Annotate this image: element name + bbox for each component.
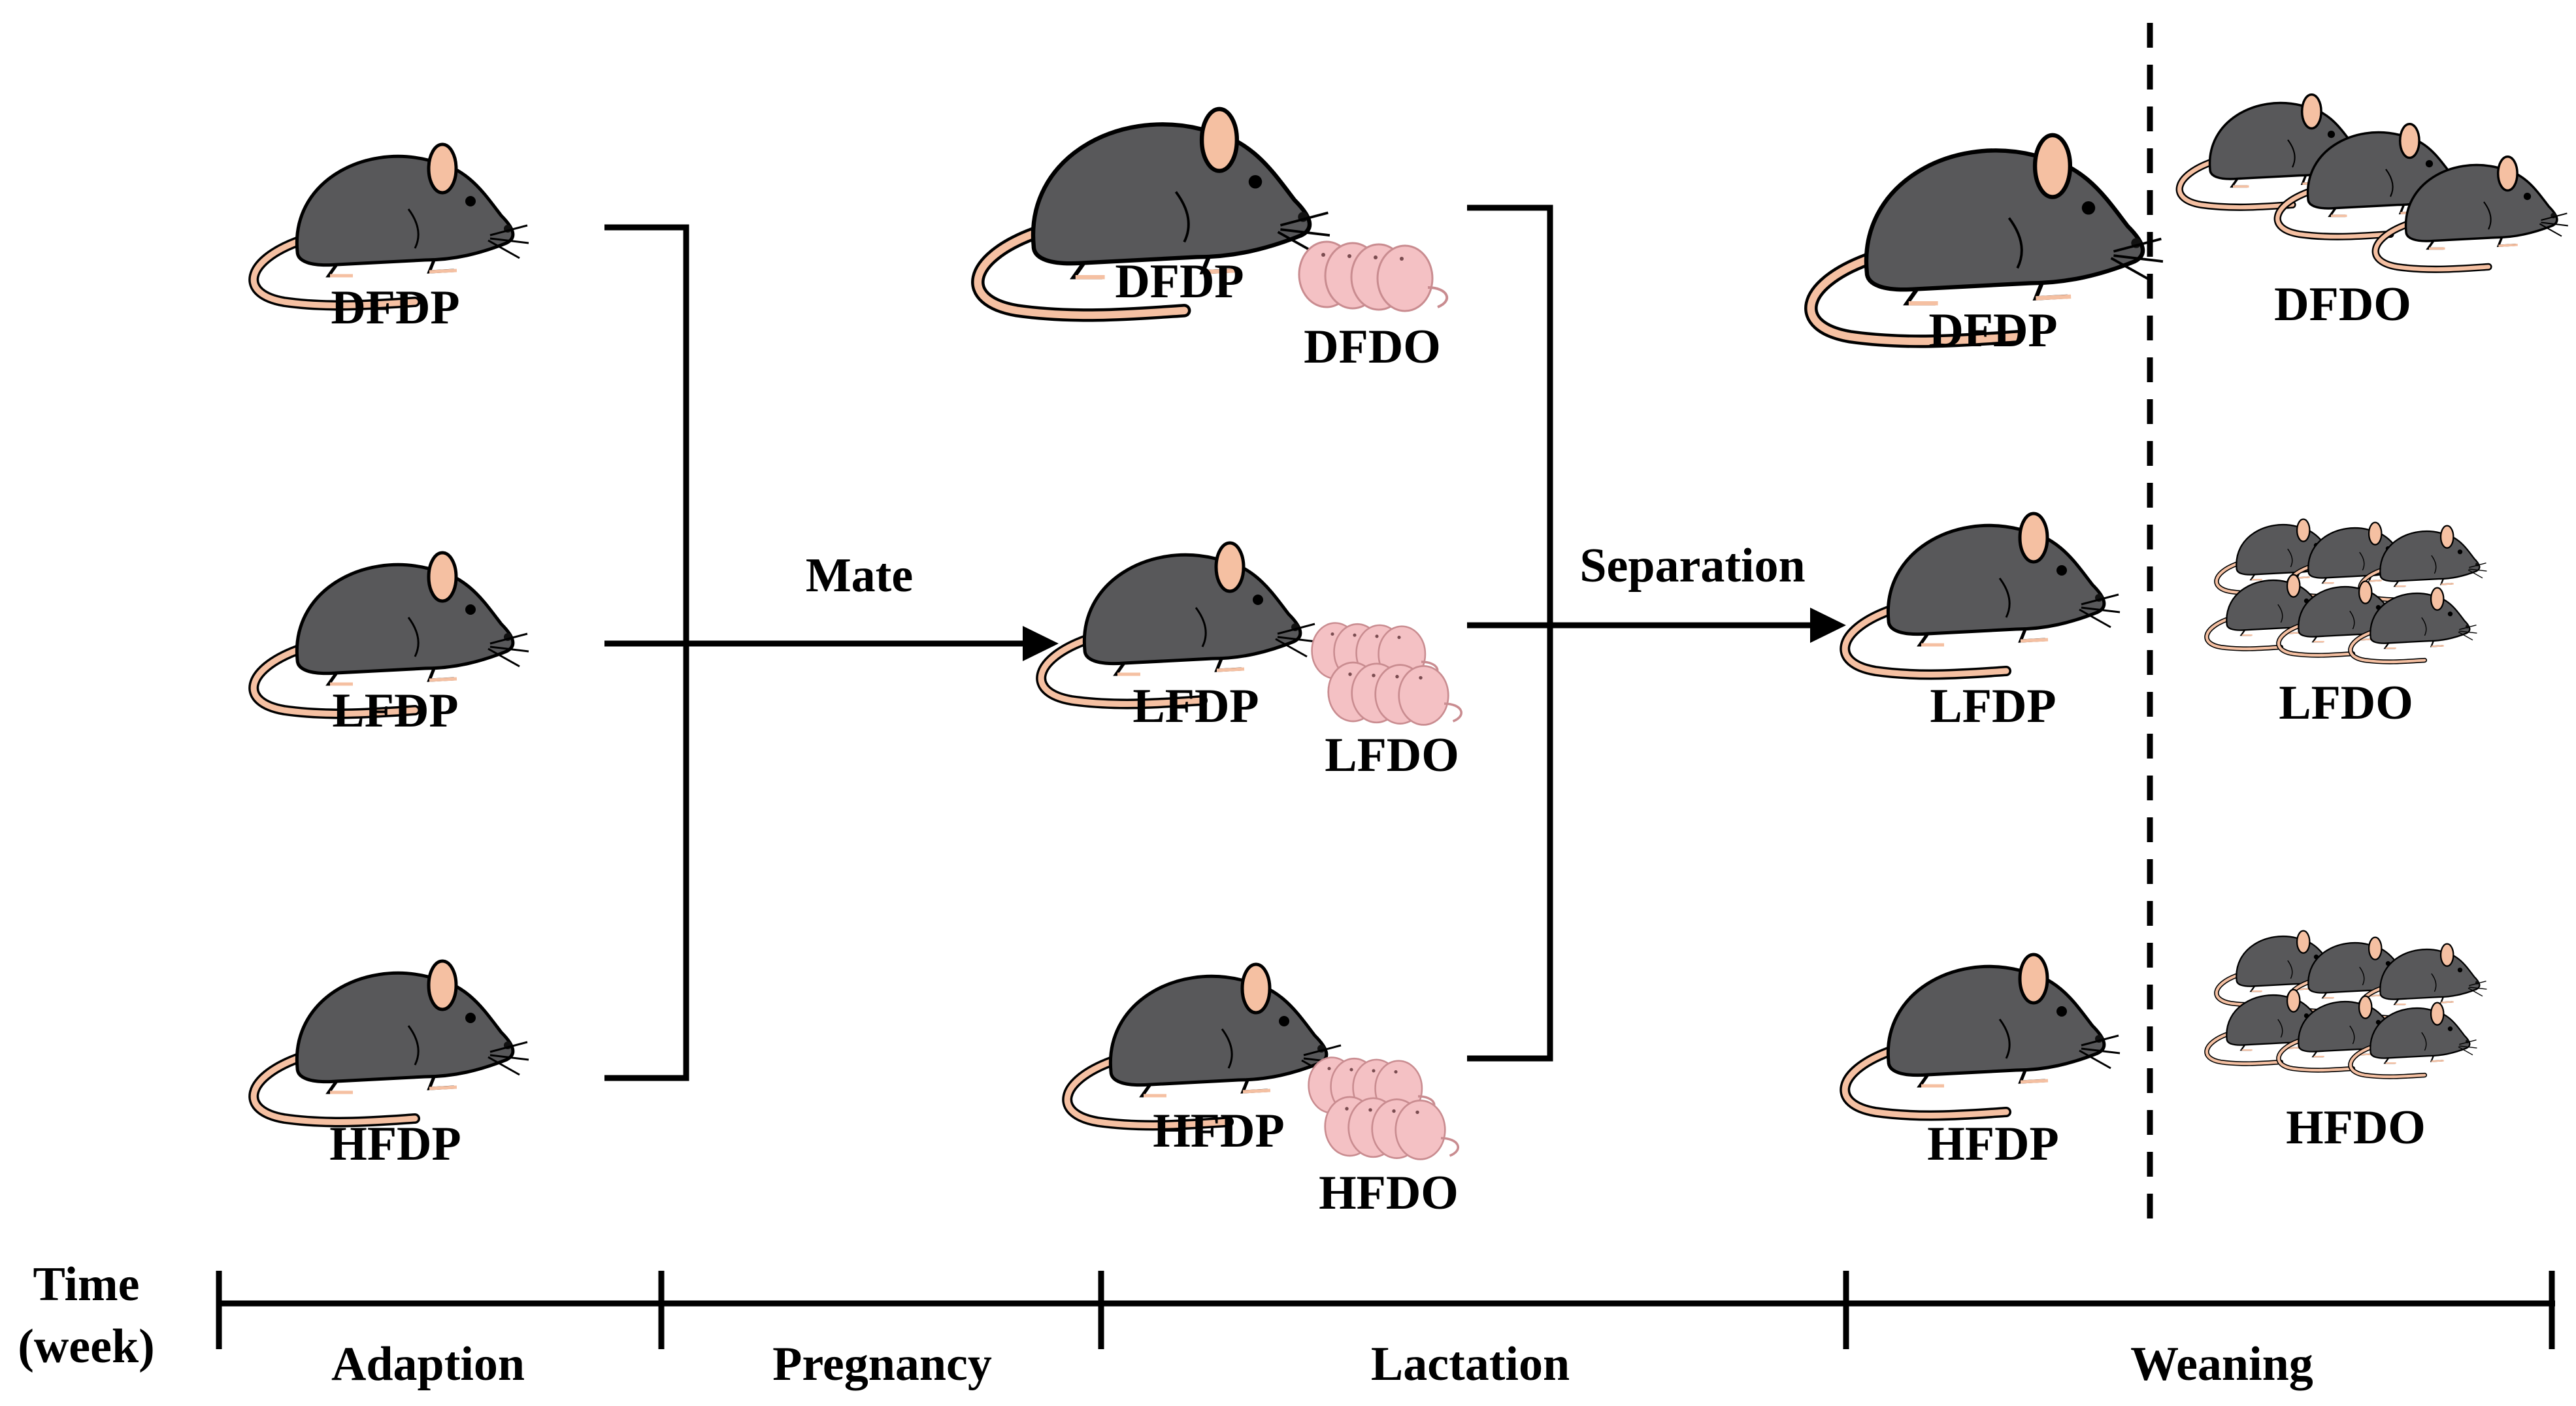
label-adaption-hfdp: HFDP bbox=[329, 1117, 461, 1171]
label-weaning-hfdp: HFDP bbox=[1927, 1117, 2058, 1171]
adaption-bracket bbox=[604, 224, 689, 1081]
weaning-mouse-hfdp bbox=[1845, 955, 2120, 1115]
label-lactation-hfdo: HFDO bbox=[1319, 1166, 1459, 1220]
timeline-label-week: (week) bbox=[18, 1320, 155, 1373]
label-lactation-hfdp: HFDP bbox=[1153, 1104, 1284, 1158]
lactation-pups-hfdo bbox=[1307, 1056, 1460, 1161]
label-weaning-dfdo: DFDO bbox=[2274, 278, 2411, 331]
phase-weaning: Weaning bbox=[2130, 1337, 2313, 1391]
weaning-mouse-lfdp bbox=[1845, 514, 2120, 674]
label-adaption-dfdp: DFDP bbox=[331, 281, 459, 335]
weaning-offspring-dfdo bbox=[2179, 95, 2568, 270]
label-weaning-dfdp: DFDP bbox=[1928, 304, 2057, 357]
label-lactation-lfdp: LFDP bbox=[1132, 679, 1259, 733]
lactation-pups-lfdo bbox=[1310, 621, 1463, 727]
separation-label: Separation bbox=[1579, 539, 1805, 593]
mate-label: Mate bbox=[806, 549, 913, 602]
label-weaning-hfdo: HFDO bbox=[2286, 1101, 2426, 1154]
label-weaning-lfdo: LFDO bbox=[2279, 676, 2413, 730]
phase-adaption: Adaption bbox=[331, 1337, 525, 1391]
weaning-offspring-hfdo bbox=[2207, 931, 2487, 1077]
label-lactation-lfdo: LFDO bbox=[1325, 728, 1459, 782]
label-adaption-lfdp: LFDP bbox=[332, 684, 458, 738]
lactation-bracket bbox=[1467, 204, 1553, 1062]
mate-arrowhead bbox=[1023, 626, 1059, 661]
adaption-mouse-hfdp bbox=[254, 961, 529, 1122]
weaning-offspring-lfdo bbox=[2207, 519, 2487, 662]
phase-pregnancy: Pregnancy bbox=[772, 1337, 992, 1391]
separation-arrowhead bbox=[1810, 608, 1846, 643]
phase-lactation: Lactation bbox=[1371, 1337, 1570, 1391]
label-weaning-lfdp: LFDP bbox=[1930, 679, 2056, 733]
label-lactation-dfdo: DFDO bbox=[1304, 320, 1441, 374]
label-lactation-dfdp: DFDP bbox=[1115, 255, 1244, 308]
lactation-mouse-hfdp bbox=[1067, 964, 1342, 1125]
timeline-label-time: Time bbox=[33, 1258, 139, 1311]
lactation-pups-dfdo bbox=[1298, 240, 1449, 312]
